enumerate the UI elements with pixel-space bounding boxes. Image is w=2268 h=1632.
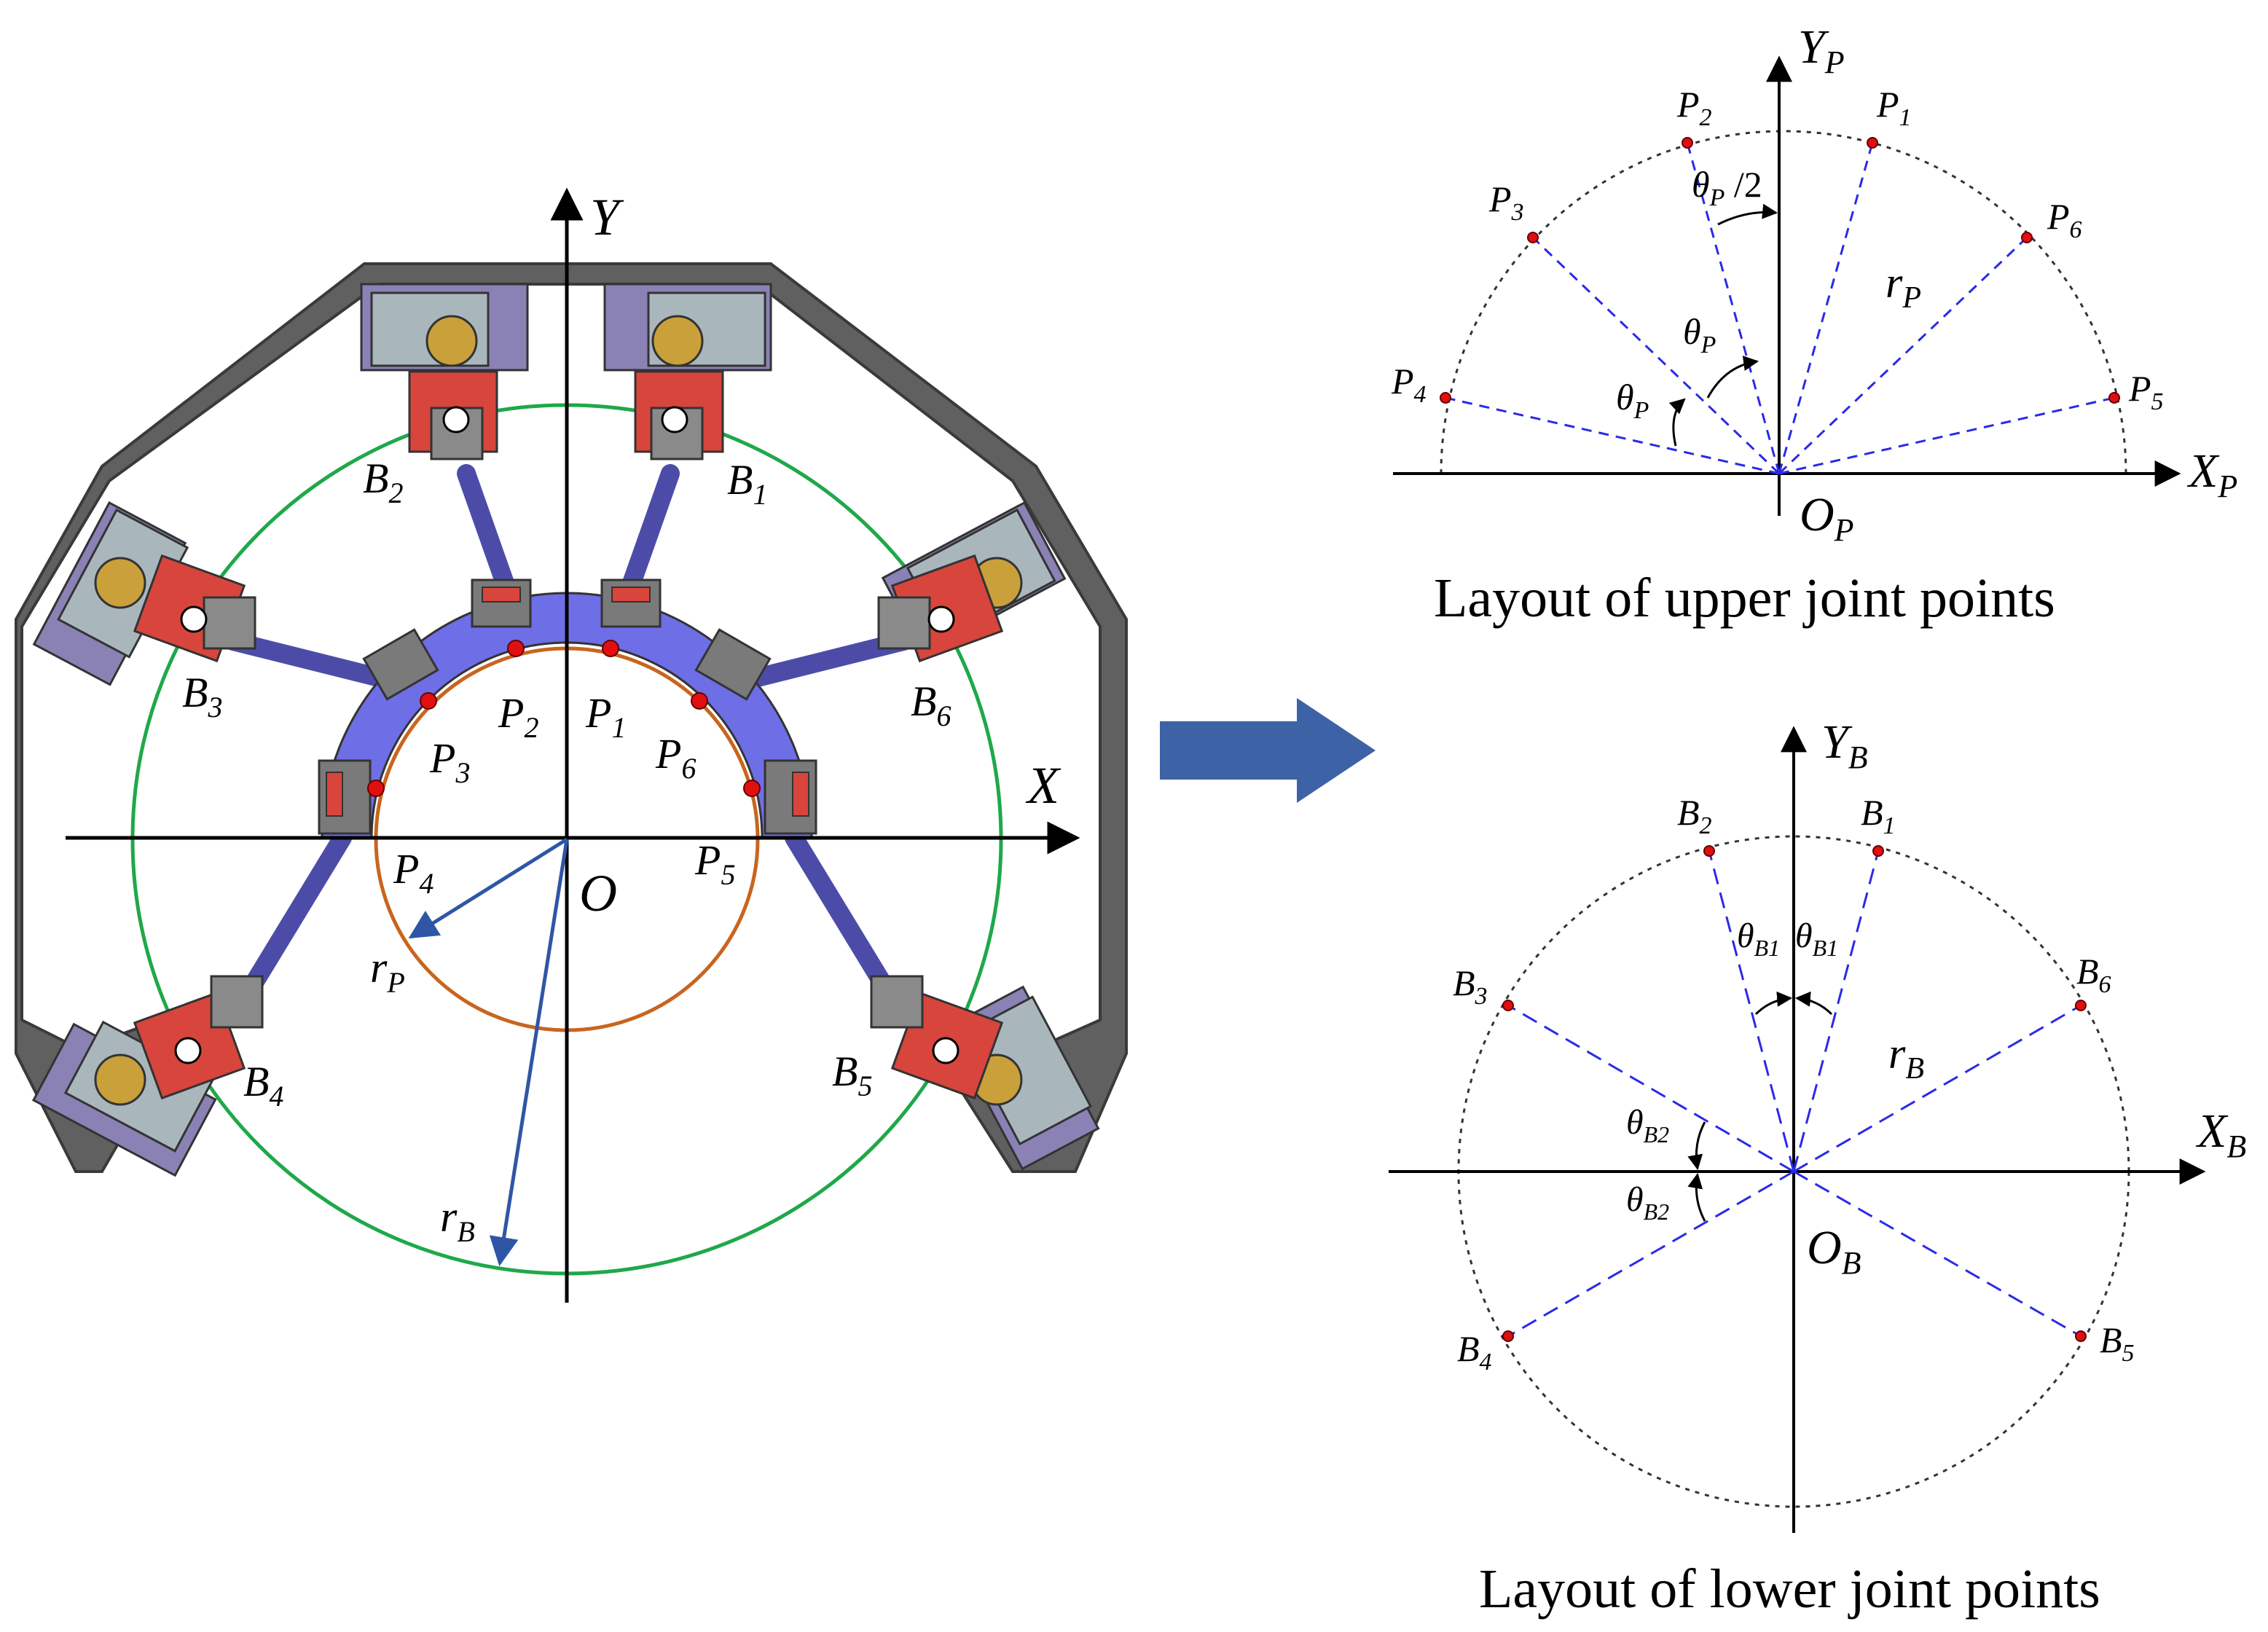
radius-p-arrow [408, 837, 568, 939]
upper-point-labels: P1 P2 P3 P4 P5 P6 [1391, 84, 2164, 415]
svg-text:P3: P3 [429, 734, 470, 789]
svg-text:P2: P2 [498, 689, 538, 744]
svg-text:P1: P1 [1876, 84, 1912, 131]
origin-label: O [579, 864, 617, 922]
upper-axis-x-label: XP [2186, 444, 2237, 504]
platform-point-labels: P1 P2 P3 P4 P5 P6 [393, 689, 735, 900]
lower-angle-arc-1 [1754, 991, 1793, 1016]
upper-dashed-semicircle [1440, 130, 2127, 474]
lower-origin-label: OB [1807, 1221, 1861, 1281]
lower-angle-arc-2 [1687, 1121, 1706, 1171]
upper-angle-label-2: θP [1616, 377, 1649, 424]
upper-dashed-radii [1445, 142, 2115, 475]
svg-text:B1: B1 [727, 456, 767, 511]
svg-text:P4: P4 [1391, 361, 1427, 408]
lower-angle-arc-1b [1794, 991, 1833, 1016]
svg-text:B4: B4 [243, 1058, 283, 1113]
svg-text:B4: B4 [1457, 1328, 1492, 1376]
lower-dashed-radii [1507, 850, 2081, 1338]
upper-joint-layout: P1 P2 P3 P4 P5 P6 YP XP OP rP θP /2 θP θ… [1391, 20, 2237, 629]
svg-text:P6: P6 [2047, 196, 2082, 243]
lower-angle-arc-2b [1687, 1172, 1706, 1222]
right-arrow-icon [1160, 698, 1376, 803]
svg-text:B5: B5 [2100, 1319, 2135, 1367]
platform-joint-centers [367, 640, 761, 797]
svg-text:B5: B5 [832, 1048, 872, 1102]
base-mounts [31, 283, 1100, 1177]
upper-origin-label: OP [1800, 488, 1854, 548]
axis-y-label: Y [590, 188, 624, 246]
lower-angle2-label-upper: θB2 [1626, 1103, 1669, 1148]
upper-axis-y-label: YP [1798, 20, 1845, 80]
svg-text:B3: B3 [1453, 962, 1488, 1010]
lower-point-labels: B1 B2 B3 B4 B5 B6 [1453, 792, 2135, 1376]
radius-b-arrow [489, 839, 569, 1266]
svg-text:P1: P1 [585, 689, 626, 744]
upper-radius-label: rP [1886, 259, 1921, 315]
upper-caption: Layout of upper joint points [1434, 568, 2055, 629]
radius-p-label: rP [370, 944, 405, 999]
lower-angle1-label-left: θB1 [1737, 917, 1780, 961]
base-joint-centers [174, 406, 960, 1064]
svg-text:P6: P6 [655, 730, 696, 785]
lower-axis-y-label: YB [1821, 715, 1868, 775]
upper-angle-arc-1 [1706, 356, 1759, 399]
radius-b-label: rB [440, 1193, 475, 1248]
upper-angle-arc-2 [1668, 398, 1686, 447]
svg-text:B6: B6 [911, 678, 951, 732]
svg-text:B6: B6 [2076, 951, 2111, 998]
upper-angle-label-1: θP [1683, 311, 1716, 358]
axis-x-label: X [1025, 756, 1062, 815]
lower-caption: Layout of lower joint points [1479, 1558, 2100, 1620]
lower-angle2-label-lower: θB2 [1626, 1180, 1669, 1225]
svg-text:B2: B2 [363, 455, 403, 509]
lower-joint-dots [1502, 845, 2087, 1342]
svg-text:P5: P5 [2128, 368, 2164, 415]
platform-joint-pads [326, 586, 809, 817]
upper-angle-half-label: θP /2 [1692, 164, 1762, 211]
svg-text:B3: B3 [182, 669, 222, 723]
svg-text:B1: B1 [1861, 792, 1896, 839]
svg-text:P5: P5 [694, 836, 735, 891]
svg-text:P4: P4 [393, 845, 433, 900]
lower-joint-layout: B1 B2 B3 B4 B5 B6 YB XB OB rB θB1 θB1 θB… [1389, 715, 2246, 1620]
svg-text:P2: P2 [1676, 84, 1712, 131]
hexapod-mechanism: X Y O rP rB P1 P2 P3 P4 P5 P6 B1 B2 B3 B… [15, 187, 1128, 1303]
lower-axis-x-label: XB [2195, 1105, 2246, 1164]
lower-angle1-label-right: θB1 [1795, 917, 1838, 961]
svg-text:B2: B2 [1677, 792, 1712, 839]
upper-joint-dots [1440, 137, 2120, 404]
upper-angle-half-arc [1717, 203, 1778, 226]
svg-text:P3: P3 [1488, 178, 1524, 226]
platform-joints [318, 578, 817, 835]
lower-radius-label: rB [1888, 1029, 1924, 1086]
base-point-labels: B1 B2 B3 B4 B5 B6 [182, 455, 951, 1113]
base-joint-blocks [203, 407, 931, 1029]
